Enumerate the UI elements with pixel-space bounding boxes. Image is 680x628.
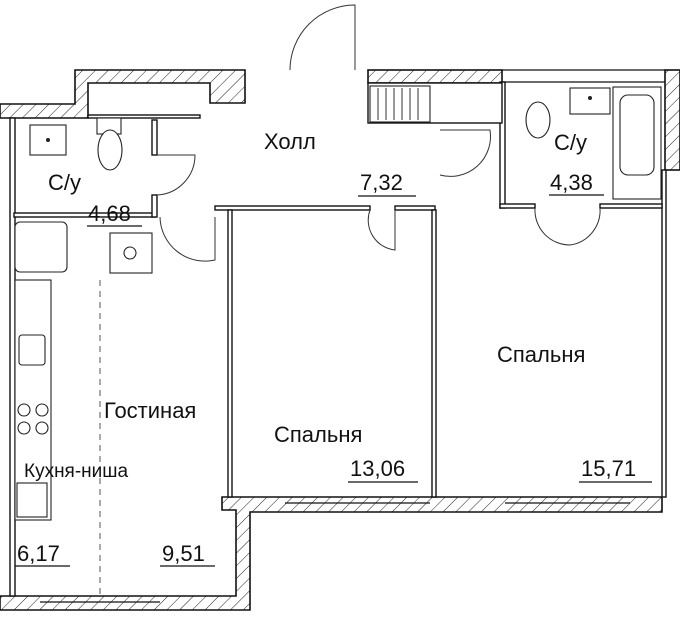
living-area: 9,51 [162, 541, 205, 566]
fridge-icon [16, 482, 48, 518]
toilet-icon [525, 101, 551, 139]
kitchen-name: Кухня-ниша [24, 461, 129, 482]
interior-walls [9, 81, 667, 597]
bath-left-name: С/у [48, 170, 81, 195]
kitchen-counter [14, 279, 52, 521]
bath-left-area: 4,68 [88, 201, 131, 226]
kitchen-area: 6,17 [17, 541, 60, 566]
wardrobe-icon [369, 85, 431, 123]
room-labels: Холл 7,32 С/у 4,68 С/у 4,38 Гостиная 9,5… [15, 129, 652, 567]
toilet-icon [97, 129, 123, 171]
bedroom2-name: Спальня [497, 342, 585, 367]
bath-right-name: С/у [554, 130, 587, 155]
stove-icon [17, 403, 31, 417]
shower-icon [14, 221, 68, 273]
living-name: Гостиная [104, 398, 196, 423]
exterior-walls [0, 69, 680, 611]
hall-name: Холл [264, 129, 316, 154]
bedroom1-name: Спальня [274, 422, 362, 447]
kitchen-sink-icon [18, 334, 46, 366]
sink-icon [569, 87, 611, 115]
bath-right-area: 4,38 [550, 170, 593, 195]
fixtures [14, 85, 662, 595]
hall-area: 7,32 [360, 170, 403, 195]
bedroom1-area: 13,06 [350, 456, 405, 481]
windows [40, 502, 630, 603]
bedroom2-area: 15,71 [581, 456, 636, 481]
doors[interactable] [156, 4, 601, 262]
